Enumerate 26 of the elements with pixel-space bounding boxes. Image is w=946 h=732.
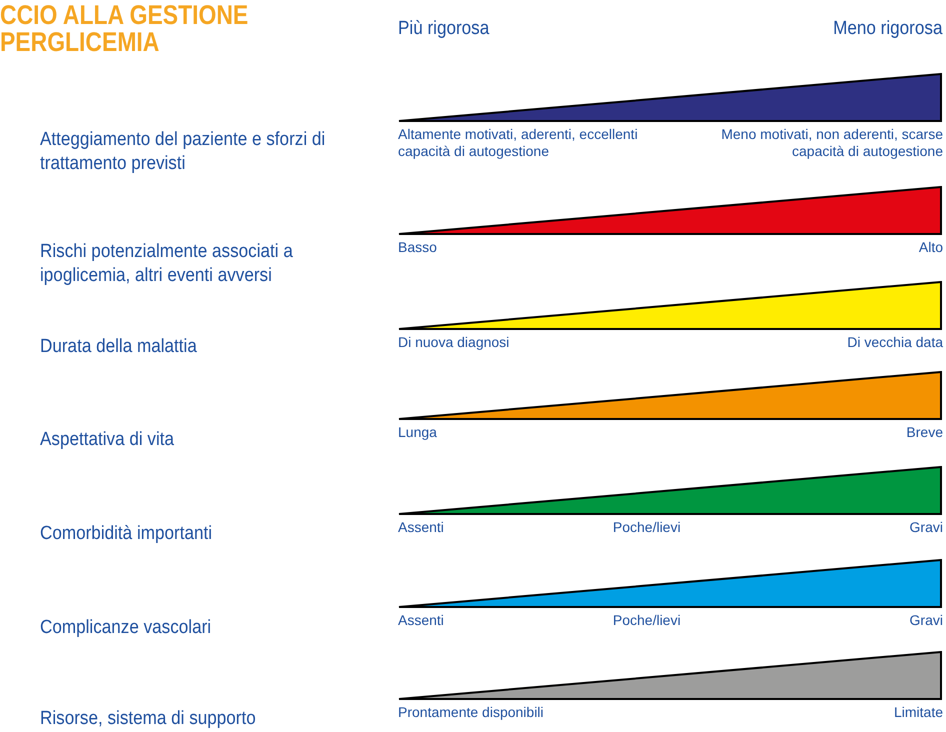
- scale-label: Assenti: [398, 612, 444, 629]
- scale-label: Limitate: [894, 704, 943, 721]
- scale-label: Prontamente disponibili: [398, 704, 544, 721]
- row-label: Atteggiamento del paziente e sforzi di trattamento previsti: [40, 128, 326, 176]
- scale-label: Meno motivati, non aderenti, scarse capacità di autogestione: [720, 126, 943, 160]
- scale-label: Di nuova diagnosi: [398, 334, 510, 351]
- column-header: Più rigorosa: [398, 18, 490, 40]
- scale-label: Lunga: [398, 424, 437, 441]
- scale-label: Breve: [906, 424, 943, 441]
- scale-label: Alto: [918, 239, 943, 256]
- scale-label: Altamente motivati, aderenti, eccellenti capacità di autogestione: [398, 126, 639, 160]
- scale-label: Assenti: [398, 519, 444, 536]
- row-label: Rischi potenzialmente associati a ipoglicemia, altri eventi avversi: [40, 240, 294, 288]
- row-label: Complicanze vascolari: [40, 616, 212, 640]
- scale-label: Gravi: [910, 612, 943, 629]
- row-label: Aspettativa di vita: [40, 428, 176, 452]
- row-label: Risorse, sistema di supporto: [40, 707, 257, 731]
- scale-label: Poche/lievi: [612, 519, 681, 536]
- scale-label: Basso: [398, 239, 437, 256]
- row-label: Durata della malattia: [40, 335, 198, 359]
- scale-label: Gravi: [910, 519, 943, 536]
- column-header: Meno rigorosa: [832, 18, 942, 40]
- scale-label: Di vecchia data: [847, 334, 943, 351]
- scale-label: Poche/lievi: [612, 612, 681, 629]
- title: CCIO ALLA GESTIONE PERGLICEMIA: [0, 2, 250, 56]
- row-label: Comorbidità importanti: [40, 522, 214, 546]
